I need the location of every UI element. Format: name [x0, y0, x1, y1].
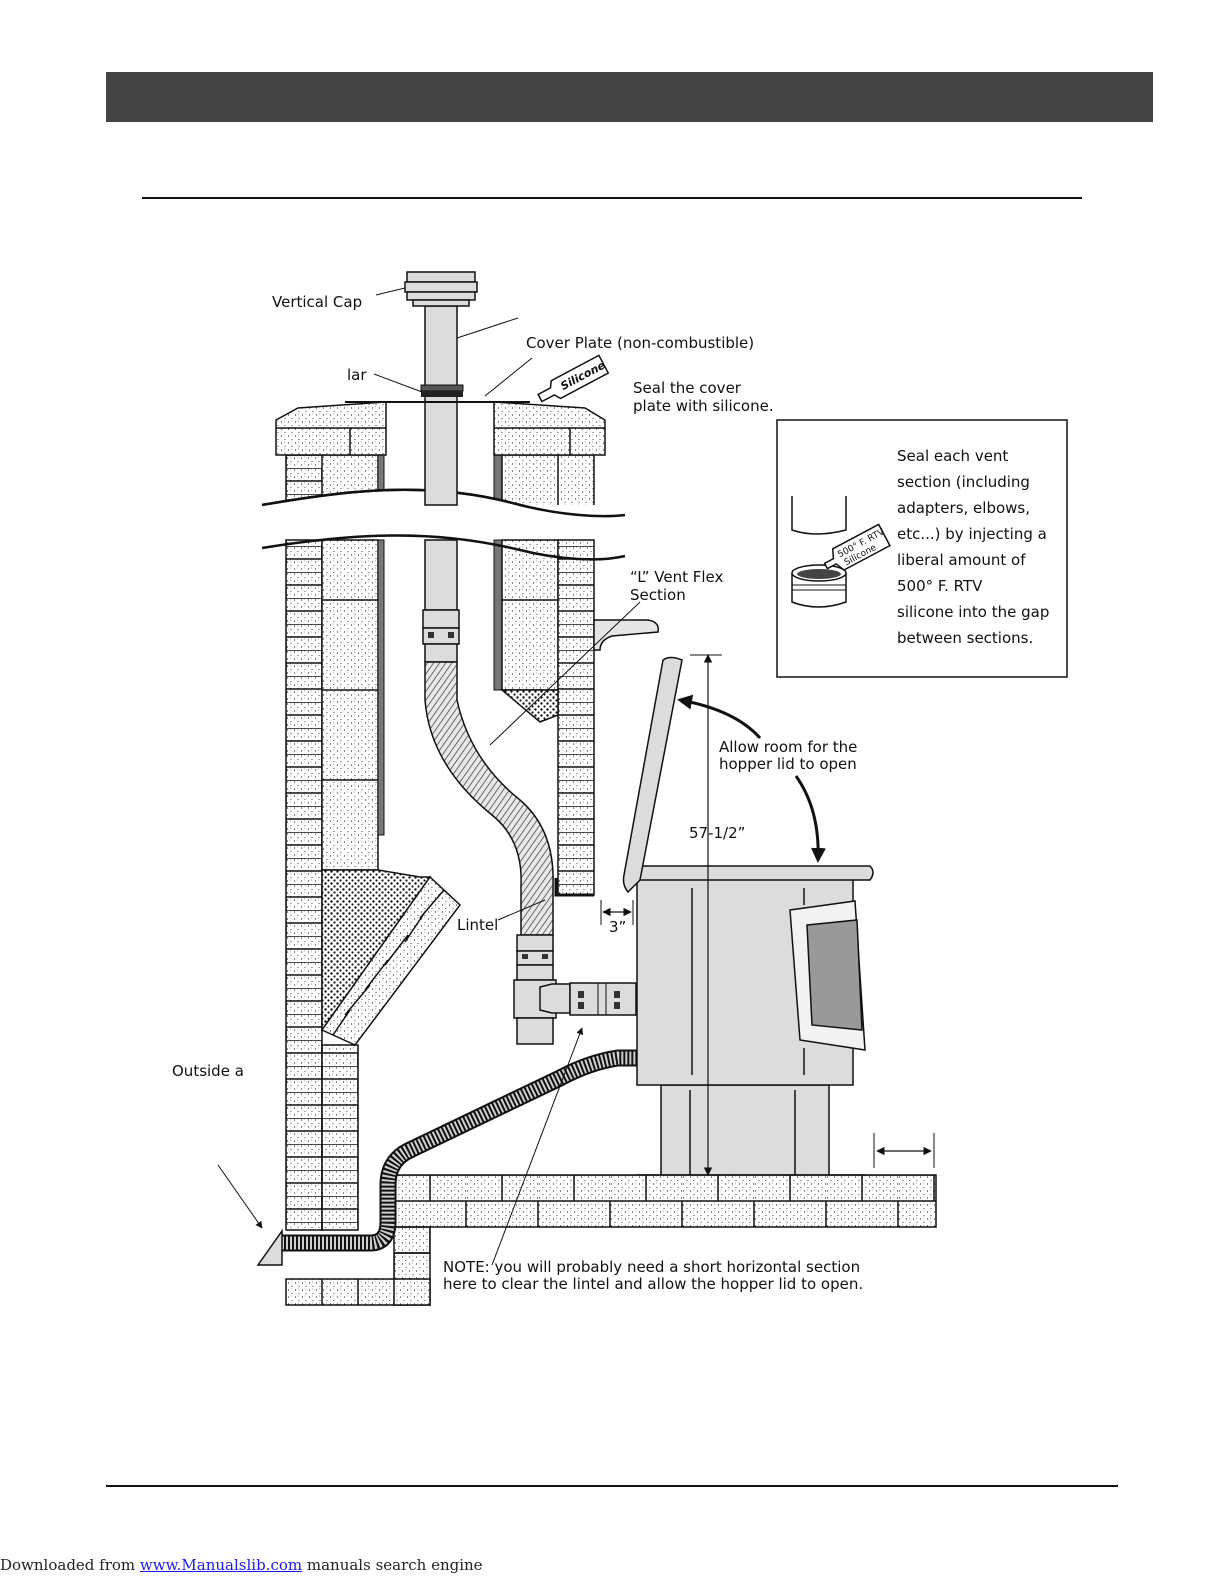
inset-line-7: silicone into the gap	[897, 603, 1049, 621]
inset-text: Seal each vent section (including adapte…	[897, 447, 1049, 647]
inset-line-2: section (including	[897, 473, 1030, 491]
label-note-2: here to clear the lintel and allow the h…	[443, 1275, 863, 1293]
vertical-cap	[404, 271, 478, 307]
header-bar	[106, 72, 1153, 122]
footer-suffix: manuals search engine	[302, 1556, 483, 1574]
inset-box: 500° F. RTV Silicone Seal each vent sect…	[776, 419, 1068, 678]
label-flex-2: Section	[630, 586, 686, 604]
vent-pipe	[345, 305, 530, 663]
footer-download-note: Downloaded from www.Manualslib.com manua…	[0, 1556, 483, 1574]
hopper-lid	[622, 656, 683, 894]
footer-prefix: Downloaded from	[0, 1556, 140, 1574]
footer-rule	[106, 1485, 1118, 1487]
firebox-bricks	[320, 875, 462, 1046]
label-seal-cover-1: Seal the cover	[633, 379, 742, 397]
outside-air-inlet	[256, 1228, 283, 1266]
label-outside-air: Outside a	[172, 1062, 244, 1080]
label-clearance: 3”	[609, 918, 626, 936]
label-cover-plate: Cover Plate (non-combustible)	[526, 334, 754, 352]
tee-connector	[513, 934, 637, 1045]
mantel	[593, 619, 660, 651]
hopper-arrow-down	[794, 775, 826, 863]
diagram-labels: Vertical Cap Cover Plate (non-combustibl…	[172, 293, 863, 1293]
label-allow-2: hopper lid to open	[719, 755, 857, 773]
label-lintel: Lintel	[457, 916, 498, 934]
inset-line-8: between sections.	[897, 629, 1033, 647]
label-height: 57-1/2”	[689, 824, 745, 842]
label-note-1: NOTE: you will probably need a short hor…	[443, 1258, 860, 1276]
title-rule	[142, 197, 1082, 199]
smoke-chamber-fill	[321, 869, 432, 1033]
hopper-arrow-up	[677, 694, 762, 739]
chimney-right-wall	[493, 401, 606, 897]
label-vertical-cap: Vertical Cap	[272, 293, 362, 311]
inset-line-6: 500° F. RTV	[897, 577, 983, 595]
label-collar: lar	[347, 366, 367, 384]
label-seal-cover-2: plate with silicone.	[633, 397, 774, 415]
hearth	[285, 1174, 937, 1306]
inset-line-5: liberal amount of	[897, 551, 1026, 569]
dimension-lines	[600, 654, 935, 1176]
label-allow-1: Allow room for the	[719, 738, 857, 756]
footer-link[interactable]: www.Manualslib.com	[139, 1556, 303, 1574]
label-flex-1: “L” Vent Flex	[630, 568, 724, 586]
inset-line-4: etc...) by injecting a	[897, 525, 1047, 543]
silicone-tube: Silicone	[537, 354, 610, 403]
inset-line-1: Seal each vent	[897, 447, 1008, 465]
inset-line-3: adapters, elbows,	[897, 499, 1030, 517]
leader-lines	[217, 287, 641, 1266]
pellet-stove	[622, 656, 876, 1188]
